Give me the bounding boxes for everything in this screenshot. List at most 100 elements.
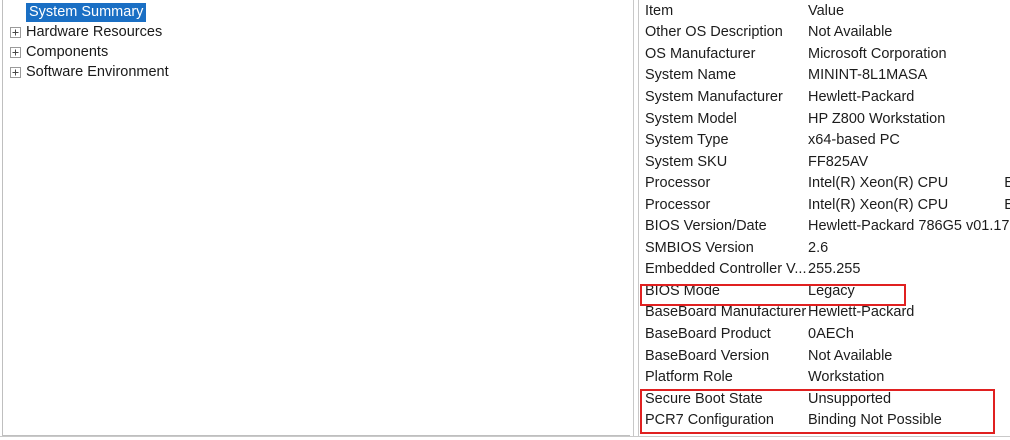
- detail-item-value: Hewlett-Packard 786G5 v01.17, 8/: [808, 218, 1010, 234]
- detail-item-value: 2.6: [808, 240, 1010, 256]
- detail-header-row: Item Value: [640, 0, 1010, 22]
- detail-item-label: System Type: [645, 132, 729, 149]
- detail-item-label: Processor: [645, 175, 711, 192]
- tree-item-hardware-resources[interactable]: Hardware Resources: [3, 22, 630, 42]
- detail-value-text: 255.255: [808, 261, 861, 278]
- detail-value-text: Not Available: [808, 347, 893, 364]
- detail-item-label: System SKU: [645, 153, 728, 170]
- detail-value-text: Not Available: [808, 24, 893, 41]
- detail-item-value: HP Z800 Workstation: [808, 111, 1010, 127]
- detail-item-label: Processor: [645, 196, 711, 213]
- detail-item-label: BaseBoard Version: [645, 347, 770, 364]
- expand-plus-icon[interactable]: [7, 44, 23, 60]
- detail-item-label: SMBIOS Version: [645, 239, 754, 256]
- detail-value-text: Intel(R) Xeon(R) CPU: [808, 175, 949, 192]
- detail-value-text: Legacy: [808, 282, 855, 299]
- detail-row[interactable]: Other OS Description Not Available: [640, 22, 1010, 44]
- detail-item-label: System Model: [645, 110, 737, 127]
- detail-row[interactable]: Processor Intel(R) Xeon(R) CPU E5506: [640, 194, 1010, 216]
- tree-item-label: Hardware Resources: [26, 24, 163, 40]
- expand-plus-icon[interactable]: [7, 64, 23, 80]
- detail-row[interactable]: PCR7 Configuration Binding Not Possible: [640, 409, 1010, 431]
- detail-item-value: Not Available: [808, 24, 1010, 40]
- detail-value-text: Unsupported: [808, 390, 892, 407]
- detail-value-text: Intel(R) Xeon(R) CPU: [808, 196, 949, 213]
- detail-value-text: Binding Not Possible: [808, 412, 942, 429]
- detail-row[interactable]: BaseBoard Version Not Available: [640, 345, 1010, 367]
- detail-item-value: Workstation: [808, 369, 1010, 385]
- detail-row[interactable]: Embedded Controller V...255.255: [640, 259, 1010, 281]
- detail-item-value: Unsupported: [808, 391, 1010, 407]
- detail-item-label: Secure Boot State: [645, 390, 763, 407]
- detail-item-label: BIOS Mode: [645, 282, 720, 299]
- detail-item-value: FF825AV: [808, 154, 1010, 170]
- detail-item-label: BIOS Version/Date: [645, 218, 767, 235]
- splitter-line-right: [638, 0, 639, 437]
- detail-item-label: System Name: [645, 67, 737, 84]
- detail-value-text: Hewlett-Packard: [808, 304, 915, 321]
- detail-row[interactable]: BIOS Mode Legacy: [640, 280, 1010, 302]
- detail-item-label: PCR7 Configuration: [645, 412, 774, 429]
- detail-item-value: Intel(R) Xeon(R) CPU E5506: [808, 197, 1010, 213]
- detail-row[interactable]: System Type x64-based PC: [640, 129, 1010, 151]
- detail-row[interactable]: Secure Boot State Unsupported: [640, 388, 1010, 410]
- detail-item-label: BaseBoard Manufacturer: [645, 304, 807, 321]
- tree-item-label: Software Environment: [26, 64, 169, 80]
- detail-item-label: Platform Role: [645, 369, 733, 386]
- detail-row[interactable]: BaseBoard Product 0AECh: [640, 323, 1010, 345]
- detail-row[interactable]: System Name MININT-8L1MASA: [640, 65, 1010, 87]
- detail-item-value: Not Available: [808, 348, 1010, 364]
- column-header-item: Item: [645, 2, 674, 19]
- detail-value-text: FF825AV: [808, 153, 869, 170]
- detail-item-value: 0AECh: [808, 326, 1010, 342]
- detail-value-text: 0AECh: [808, 325, 854, 342]
- detail-row[interactable]: SMBIOS Version 2.6: [640, 237, 1010, 259]
- detail-value-text: Workstation: [808, 369, 885, 386]
- detail-item-label: BaseBoard Product: [645, 325, 771, 342]
- detail-value-text: Hewlett-Packard 786G5 v01.17, 8/: [808, 218, 1010, 235]
- detail-row[interactable]: System SKU FF825AV: [640, 151, 1010, 173]
- detail-item-value: Hewlett-Packard: [808, 304, 1010, 320]
- detail-row[interactable]: OS Manufacturer Microsoft Corporation: [640, 43, 1010, 65]
- detail-item-value: Binding Not Possible: [808, 412, 1010, 428]
- detail-value-text: MININT-8L1MASA: [808, 67, 928, 84]
- column-header-value: Value: [808, 3, 1010, 19]
- detail-row[interactable]: Platform Role Workstation: [640, 366, 1010, 388]
- detail-item-label: System Manufacturer: [645, 88, 783, 105]
- expand-plus-icon[interactable]: [7, 24, 23, 40]
- detail-item-label: OS Manufacturer: [645, 45, 756, 62]
- detail-value-extra-text: E5506: [1004, 175, 1010, 192]
- detail-item-value: 255.255: [808, 261, 1010, 277]
- detail-item-value: x64-based PC: [808, 132, 1010, 148]
- tree-item-components[interactable]: Components: [3, 42, 630, 62]
- splitter-line-left: [633, 0, 634, 437]
- detail-row[interactable]: BIOS Version/Date Hewlett-Packard 786G5 v…: [640, 215, 1010, 237]
- tree-item-software-environment[interactable]: Software Environment: [3, 62, 630, 82]
- detail-value-text: Hewlett-Packard: [808, 88, 915, 105]
- detail-item-value: Hewlett-Packard: [808, 89, 1010, 105]
- detail-value-text: 2.6: [808, 239, 829, 256]
- pane-splitter[interactable]: [630, 0, 640, 437]
- detail-row[interactable]: System Manufacturer Hewlett-Packard: [640, 86, 1010, 108]
- detail-item-label: Other OS Description: [645, 24, 783, 41]
- detail-item-value: Legacy: [808, 283, 1010, 299]
- detail-value-extra-text: E5506: [1004, 196, 1010, 213]
- detail-value-text: HP Z800 Workstation: [808, 110, 946, 127]
- window-bottom-edge: [0, 436, 1010, 437]
- tree-item-label: Components: [26, 44, 109, 60]
- tree-item-system-summary[interactable]: System Summary: [3, 2, 630, 22]
- detail-value-text: Value: [808, 2, 845, 19]
- detail-item-value: Intel(R) Xeon(R) CPU E5506: [808, 175, 1010, 191]
- detail-row[interactable]: Processor Intel(R) Xeon(R) CPU E5506: [640, 172, 1010, 194]
- detail-row[interactable]: System Model HP Z800 Workstation: [640, 108, 1010, 130]
- detail-item-value: MININT-8L1MASA: [808, 67, 1010, 83]
- detail-value-text: Microsoft Corporation: [808, 45, 947, 62]
- detail-item-value: Microsoft Corporation: [808, 46, 1010, 62]
- detail-value-text: x64-based PC: [808, 132, 900, 149]
